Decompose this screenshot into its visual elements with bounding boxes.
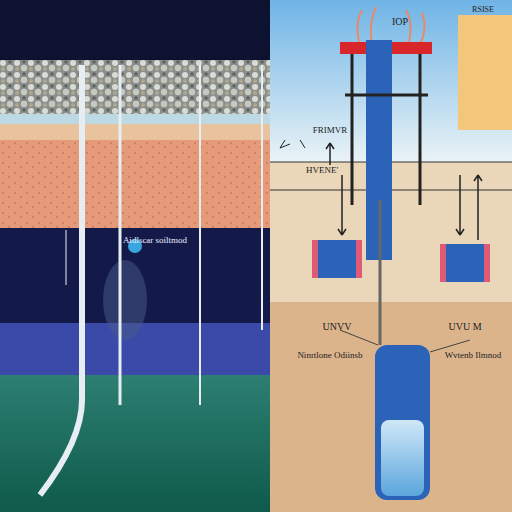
box-label: UVU M xyxy=(430,321,500,332)
part-label: IOP xyxy=(385,16,415,27)
box-label: UNVV xyxy=(302,321,372,332)
box-fill xyxy=(312,240,362,278)
part-label: Aidlscar soiltmod xyxy=(120,235,190,246)
box-fill xyxy=(440,244,490,282)
part-label: FRIMVR xyxy=(300,125,360,136)
equipment-box: UVU M xyxy=(440,244,490,332)
part-label: Ninrtlone Odiinsb xyxy=(292,350,368,361)
part-label: RSISE xyxy=(458,4,508,15)
equipment-box: UNVV xyxy=(312,240,362,332)
part-label: HVENE' xyxy=(292,165,352,176)
part-label: Wvtenb Ilmnod xyxy=(438,350,508,361)
